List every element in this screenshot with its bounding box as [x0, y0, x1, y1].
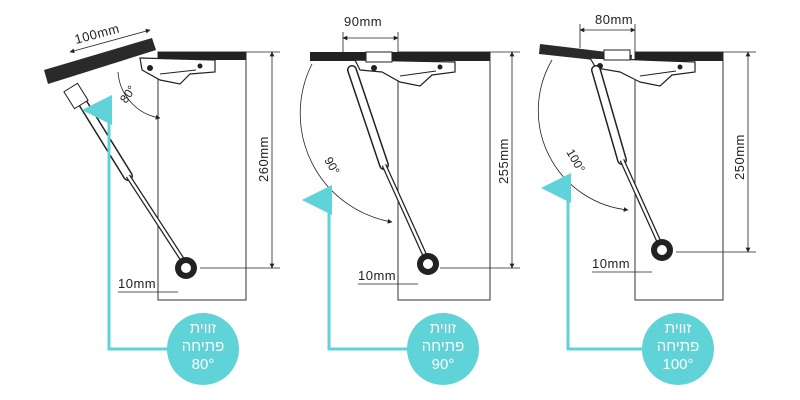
- angle-label: 90°: [321, 155, 342, 178]
- panel-90: 90mm 255mm 10mm 90° זווית פתיחה 90°: [299, 14, 520, 385]
- cabinet-side: [634, 51, 724, 301]
- badge-line-1: זווית: [665, 320, 692, 337]
- badge-line-1: זווית: [190, 320, 217, 337]
- gas-strut: [347, 65, 439, 275]
- cabinet-top: [635, 52, 723, 61]
- angle-arc: [117, 71, 161, 120]
- angle-label: 100°: [563, 147, 588, 176]
- gas-strut: [63, 82, 197, 279]
- badge-line-3: 100°: [662, 356, 693, 373]
- angle-badge: זווית פתיחה 90°: [407, 313, 479, 385]
- badge-line-3: 80°: [192, 356, 215, 373]
- angle-badge: זווית פתיחה 80°: [167, 313, 239, 385]
- hinge-bracket: [354, 51, 456, 87]
- callout-arrow: [541, 173, 645, 351]
- bottom-dim-label: 10mm: [118, 276, 156, 291]
- badge-line-3: 90°: [432, 356, 455, 373]
- cabinet-side: [157, 51, 247, 301]
- angle-arc: [537, 59, 629, 212]
- side-dim-label: 260mm: [256, 136, 271, 182]
- top-dim-label: 90mm: [344, 14, 382, 29]
- badge-line-2: פתיחה: [182, 338, 225, 355]
- door: [44, 38, 156, 84]
- top-dim-label: 80mm: [595, 12, 633, 27]
- badge-line-1: זווית: [430, 320, 457, 337]
- top-dim-line: [69, 28, 151, 54]
- panel-100: 80mm 250mm 10mm 100° זווית פתיחה 100°: [537, 12, 756, 385]
- angle-arc: [299, 63, 393, 224]
- panel-80: 100mm 260mm 10mm 80° זווית פתיחה 80°: [44, 21, 280, 385]
- angle-badge: זווית פתיחה 100°: [642, 313, 714, 385]
- cabinet-side: [397, 51, 491, 301]
- gas-strut: [591, 65, 673, 261]
- door-and-top: [310, 52, 490, 61]
- side-dim-label: 250mm: [732, 134, 747, 180]
- callout-arrow: [82, 95, 170, 351]
- cabinet-top: [158, 52, 246, 60]
- callout-arrow: [302, 185, 410, 351]
- badge-line-2: פתיחה: [422, 338, 465, 355]
- hinge-bracket: [139, 57, 216, 85]
- badge-line-2: פתיחה: [657, 338, 700, 355]
- bottom-dim-label: 10mm: [592, 256, 630, 271]
- bottom-dim-label: 10mm: [358, 268, 396, 283]
- side-dim-label: 255mm: [496, 138, 511, 184]
- angle-label: 80°: [117, 83, 139, 106]
- top-dim-label: 100mm: [73, 21, 121, 47]
